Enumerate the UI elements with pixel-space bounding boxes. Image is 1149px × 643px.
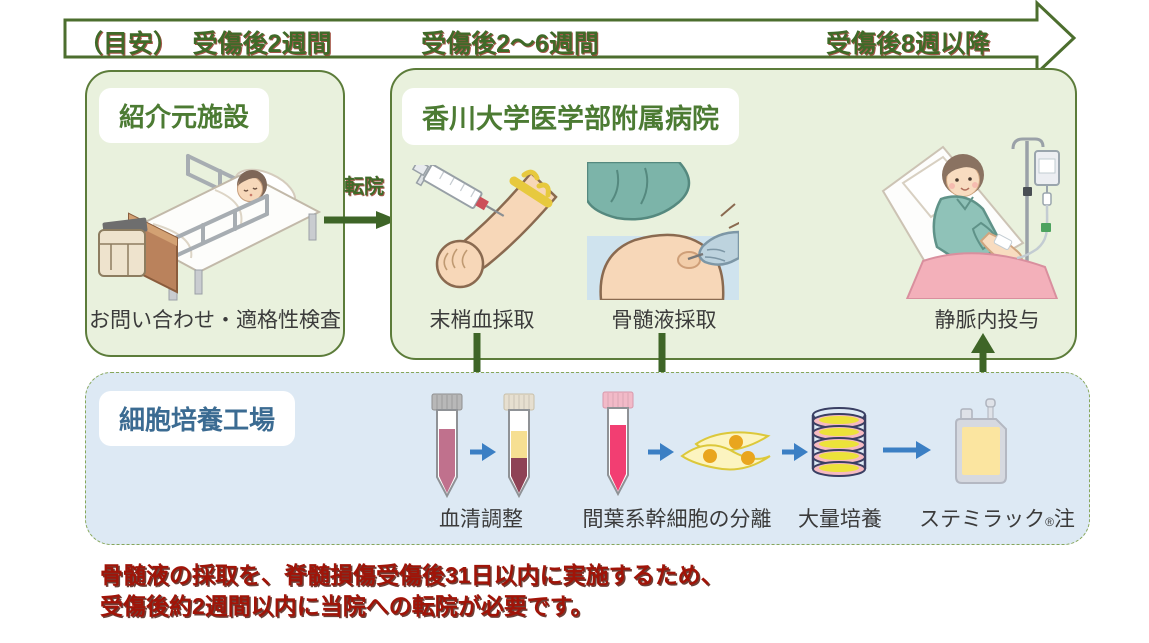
process-arrow-icon [782,443,808,461]
stemirac-suffix: 注 [1053,508,1075,531]
marrow-tube-icon [602,391,634,497]
stemirac-bag-icon [955,398,1007,484]
process-arrow-icon [470,443,496,461]
step-label-bone-marrow: 骨髄液採取 [611,309,717,332]
factory-label-stemirac: ステミラック®注 [897,503,1097,533]
timeline-guide-label: （目安） [78,30,179,58]
step-label-iv-administration: 静脈内投与 [934,309,1040,332]
blood-tube-icon [431,393,463,499]
iv-infusion-patient-illustration [881,137,1060,299]
hospital-title: 香川大学医学部附属病院 [402,88,739,145]
timeline-phase-2to6weeks: 受傷後2～6週間 [421,30,599,58]
process-arrow-long-icon [883,441,931,459]
bone-marrow-collection-illustration [587,162,739,300]
serum-tube-icon [503,393,535,499]
cell-factory-title: 細胞培養工場 [99,391,296,446]
factory-label-culture: 大量培養 [798,508,882,531]
mass-culture-stack-icon [811,407,867,477]
timeline-banner-arrow [63,0,1077,77]
referral-facility-title: 紹介元施設 [99,88,270,143]
timeline-phase-2weeks: 受傷後2週間 [192,30,332,58]
referral-facility-box: 紹介元施設 [85,70,345,357]
factory-label-separation: 間葉系幹細胞の分離 [582,508,772,531]
patient-in-bed-illustration [98,154,322,301]
transfer-arrow-icon [324,211,398,229]
hospital-box: 香川大学医学部附属病院 [390,68,1077,360]
timeline-phase-8weeks-later: 受傷後8週以降 [826,30,990,58]
referral-facility-caption: お問い合わせ・適格性検査 [89,309,341,332]
footnote-line2: 受傷後約2週間以内に当院への転院が必要です。 [100,593,594,619]
stemirac-name: ステミラック [919,508,1046,531]
footnote-warning: 骨髄液の採取を、脊髄損傷受傷後31日以内に実施するため、 受傷後約2週間以内に当… [100,560,724,622]
transfer-label: 転院 [344,176,384,198]
mesenchymal-cells-icon [680,431,771,471]
factory-label-serum: 血清調整 [439,508,523,531]
step-label-peripheral-blood: 末梢血採取 [429,309,535,332]
registered-mark: ® [1045,515,1054,529]
blood-draw-arm-illustration [411,165,558,289]
cell-factory-box: 細胞培養工場 [85,372,1090,545]
process-arrow-icon [648,443,674,461]
footnote-line1: 骨髄液の採取を、脊髄損傷受傷後31日以内に実施するため、 [100,562,724,588]
